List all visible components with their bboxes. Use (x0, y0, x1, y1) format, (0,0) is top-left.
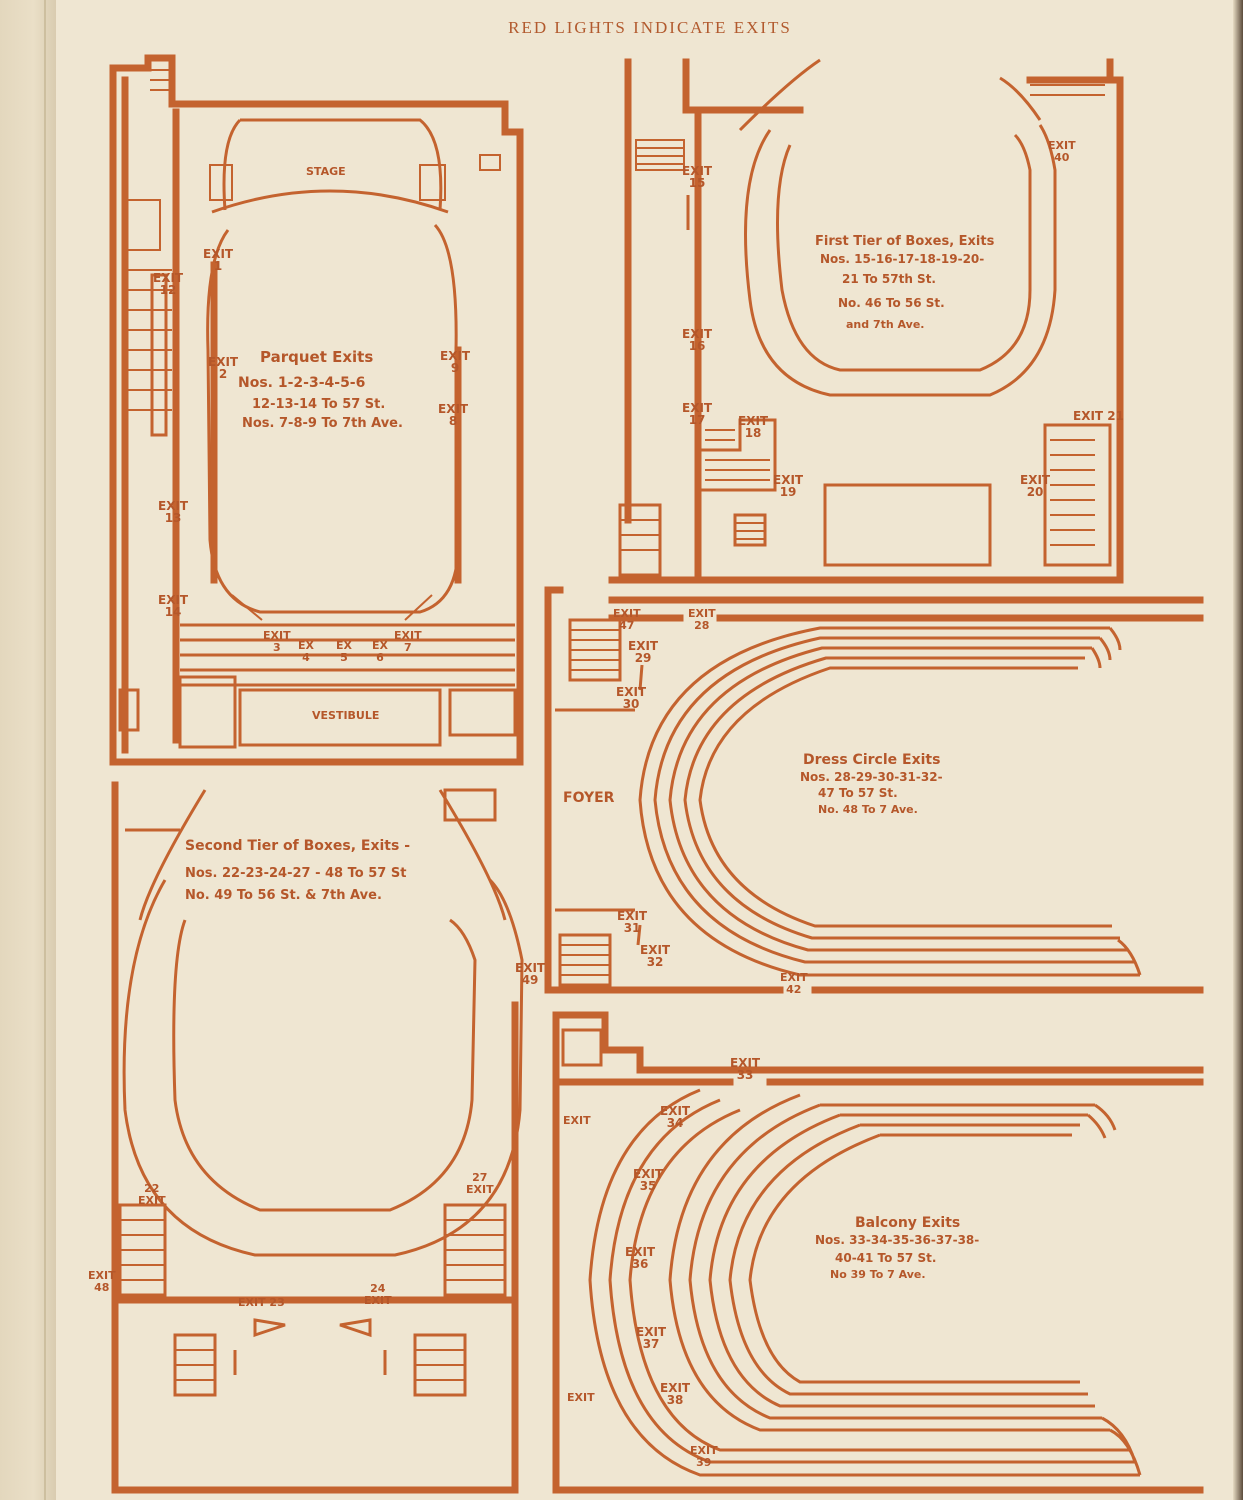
parquet-title: Parquet Exits (260, 348, 374, 366)
first-tier-line-1: Nos. 15-16-17-18-19-20- (820, 252, 985, 266)
exit-balcony-left-label: EXIT (563, 1114, 591, 1127)
stage-label: STAGE (306, 165, 346, 178)
vestibule-label: VESTIBULE (312, 709, 380, 722)
binding-gutter (0, 0, 56, 1500)
parquet-line-1: Nos. 1-2-3-4-5-6 (238, 375, 366, 391)
second-tier-plan (111, 781, 524, 1494)
first-tier-title: First Tier of Boxes, Exits (815, 234, 995, 249)
first-tier-line-2: 21 To 57th St. (842, 272, 936, 286)
dress-circle-title: Dress Circle Exits (803, 752, 941, 768)
dress-circle-plan (544, 586, 1204, 994)
parquet-line-2: 12-13-14 To 57 St. (252, 397, 386, 412)
dress-circle-line-1: Nos. 28-29-30-31-32- (800, 770, 943, 784)
second-tier-line-1: Nos. 22-23-24-27 - 48 To 57 St (185, 866, 407, 881)
page-edge (1233, 0, 1243, 1500)
exit-21-label: EXIT 21 (1073, 409, 1124, 423)
first-tier-plan (608, 58, 1124, 584)
balcony-title: Balcony Exits (855, 1215, 961, 1231)
page-header: RED LIGHTS INDICATE EXITS (508, 18, 792, 37)
balcony-line-3: No 39 To 7 Ave. (830, 1268, 926, 1281)
dress-circle-line-3: No. 48 To 7 Ave. (818, 803, 918, 816)
dress-circle-line-2: 47 To 57 St. (818, 786, 898, 800)
second-tier-title: Second Tier of Boxes, Exits - (185, 838, 411, 854)
second-tier-line-2: No. 49 To 56 St. & 7th Ave. (185, 888, 382, 903)
balcony-line-2: 40-41 To 57 St. (835, 1251, 937, 1265)
foyer-label: FOYER (563, 790, 615, 806)
parquet-line-3: Nos. 7-8-9 To 7th Ave. (242, 416, 403, 431)
parquet-plan (109, 54, 524, 766)
balcony-line-1: Nos. 33-34-35-36-37-38- (815, 1233, 980, 1247)
balcony-plan (552, 1011, 1204, 1494)
exit-23-label: EXIT 23 (238, 1296, 285, 1309)
exit-balcony-bottom-label: EXIT (567, 1391, 595, 1404)
first-tier-line-3: No. 46 To 56 St. (838, 296, 945, 310)
first-tier-line-4: and 7th Ave. (846, 318, 925, 331)
